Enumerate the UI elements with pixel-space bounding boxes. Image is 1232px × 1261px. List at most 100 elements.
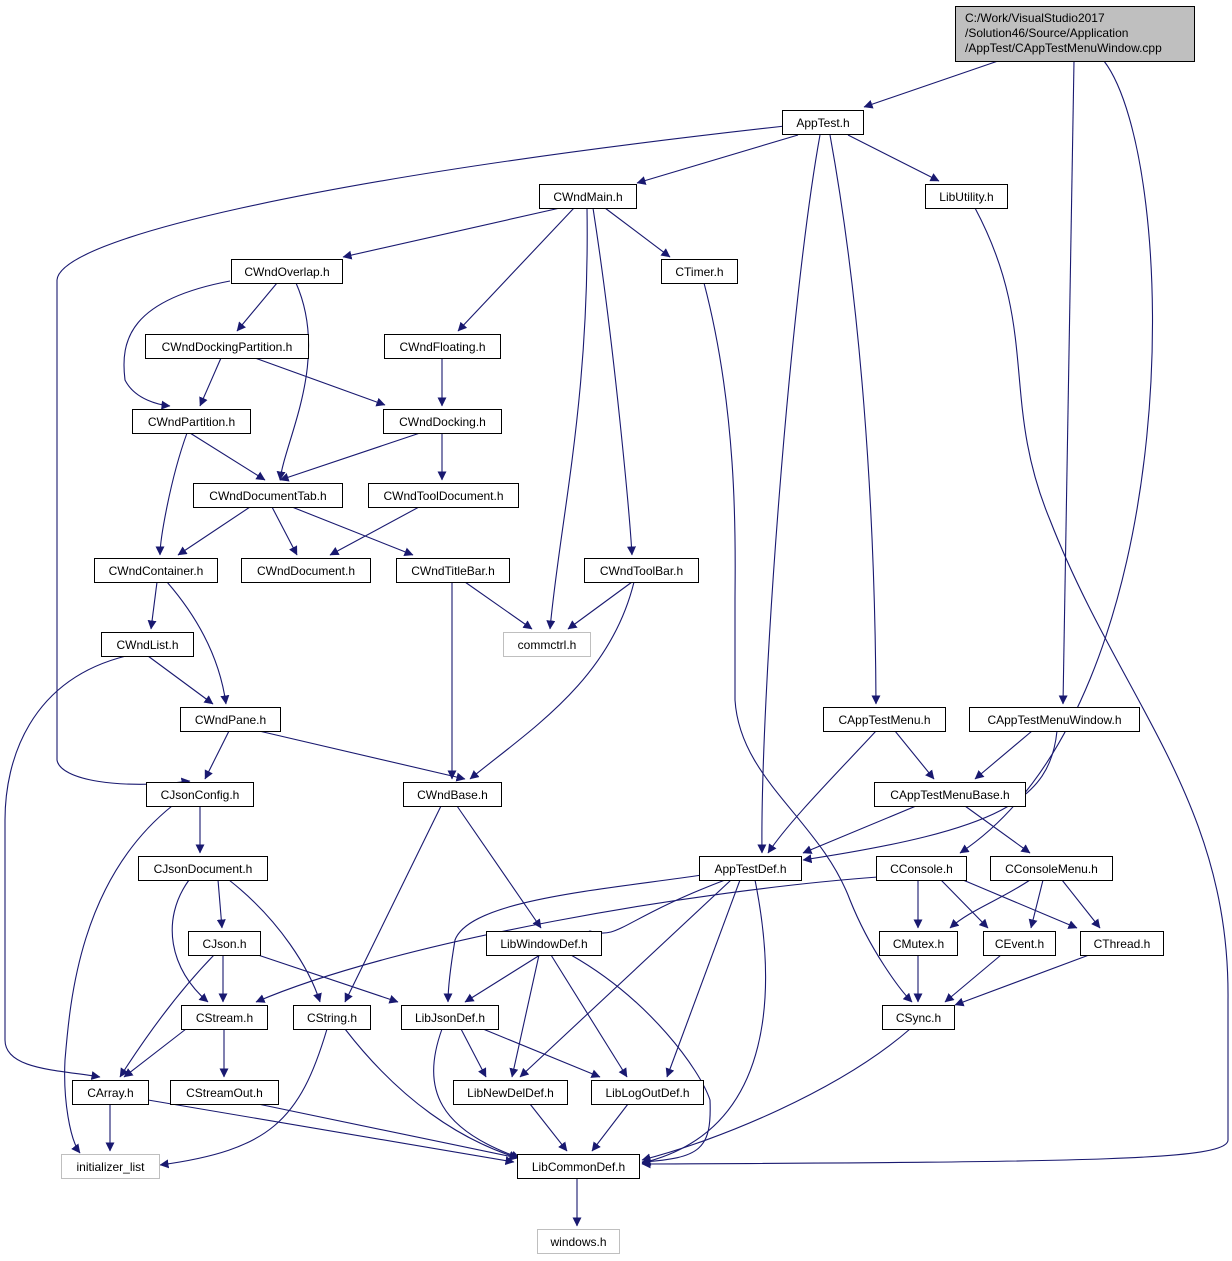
dependency-edge xyxy=(204,730,230,780)
file-node-cwndbase[interactable]: CWndBase.h xyxy=(403,782,502,807)
node-label: LibNewDelDef.h xyxy=(467,1086,554,1100)
file-node-cjsondocument[interactable]: CJsonDocument.h xyxy=(138,856,268,881)
file-node-liblogoutdef[interactable]: LibLogOutDef.h xyxy=(591,1080,704,1105)
node-box xyxy=(94,558,218,583)
node-box xyxy=(537,1229,620,1254)
file-node-cconsolemenu[interactable]: CConsoleMenu.h xyxy=(990,856,1113,881)
node-label: AppTest.h xyxy=(796,116,849,130)
node-label: CWndPane.h xyxy=(195,713,266,727)
node-box xyxy=(293,1005,371,1030)
node-box xyxy=(138,856,268,881)
dependency-edge xyxy=(4,655,127,1080)
node-box xyxy=(401,1005,499,1030)
file-node-cwndcontainer[interactable]: CWndContainer.h xyxy=(94,558,218,583)
file-node-cevent[interactable]: CEvent.h xyxy=(983,931,1056,956)
dependency-edge xyxy=(829,134,881,705)
dependency-edge xyxy=(482,1028,601,1078)
node-label: CTimer.h xyxy=(675,265,723,279)
node-label: CWndContainer.h xyxy=(109,564,204,578)
dependency-edge xyxy=(155,432,188,556)
dependency-edge xyxy=(199,357,222,407)
dependency-edge xyxy=(949,879,1031,929)
node-label: CWndList.h xyxy=(116,638,178,652)
file-node-cstream[interactable]: CStream.h xyxy=(181,1005,268,1030)
node-label: CWndDockingPartition.h xyxy=(162,340,293,354)
file-node-capptestmenubase[interactable]: CAppTestMenuBase.h xyxy=(874,782,1026,807)
dependency-edge xyxy=(329,506,420,556)
node-box xyxy=(969,707,1140,732)
file-node-cwnddocumenttab[interactable]: CWndDocumentTab.h xyxy=(193,483,343,508)
file-node-cwnddockingpartition[interactable]: CWndDockingPartition.h xyxy=(145,334,309,359)
dependency-edge xyxy=(641,207,1229,1169)
dependency-edge xyxy=(847,134,940,182)
file-node-libnewdeldef[interactable]: LibNewDelDef.h xyxy=(453,1080,568,1105)
node-box xyxy=(170,1080,279,1105)
dependency-edge xyxy=(469,581,635,780)
file-node-libwindowdef[interactable]: LibWindowDef.h xyxy=(486,931,602,956)
node-box xyxy=(132,409,251,434)
node-label: CWndMain.h xyxy=(553,190,622,204)
node-label: CWndToolBar.h xyxy=(600,564,683,578)
dependency-edge xyxy=(443,874,703,1003)
file-node-apptest[interactable]: AppTest.h xyxy=(782,110,864,135)
file-node-cwndfloating[interactable]: CWndFloating.h xyxy=(384,334,501,359)
file-node-cwnddocument[interactable]: CWndDocument.h xyxy=(241,558,371,583)
node-box xyxy=(503,632,591,657)
node-box xyxy=(661,259,738,284)
node-label: CWndFloating.h xyxy=(399,340,485,354)
file-node-cstring[interactable]: CString.h xyxy=(293,1005,371,1030)
file-node-cstreamout[interactable]: CStreamOut.h xyxy=(170,1080,279,1105)
file-node-cthread[interactable]: CThread.h xyxy=(1080,931,1164,956)
file-node-cwndpartition[interactable]: CWndPartition.h xyxy=(132,409,251,434)
node-label: CJson.h xyxy=(202,937,246,951)
file-node-libjsondef[interactable]: LibJsonDef.h xyxy=(401,1005,499,1030)
node-box xyxy=(699,856,802,881)
node-box xyxy=(882,1005,955,1030)
file-node-libcommondef[interactable]: LibCommonDef.h xyxy=(517,1154,640,1179)
file-node-cconsole[interactable]: CConsole.h xyxy=(876,856,967,881)
file-node-cwndoverlap[interactable]: CWndOverlap.h xyxy=(231,259,343,284)
file-node-csync[interactable]: CSync.h xyxy=(882,1005,955,1030)
dependency-edge xyxy=(894,730,935,780)
node-label: initializer_list xyxy=(76,1160,145,1174)
file-node-cwndlist[interactable]: CWndList.h xyxy=(101,632,194,657)
dependency-edge xyxy=(962,879,1078,929)
node-label: LibCommonDef.h xyxy=(532,1160,625,1174)
node-label: CSync.h xyxy=(896,1011,941,1025)
file-node-cmutex[interactable]: CMutex.h xyxy=(879,931,958,956)
file-node-cjson[interactable]: CJson.h xyxy=(188,931,261,956)
node-label: CWndTitleBar.h xyxy=(411,564,495,578)
file-node-apptestdef[interactable]: AppTestDef.h xyxy=(699,856,802,881)
node-box xyxy=(383,409,502,434)
file-node-cwndtooldocument[interactable]: CWndToolDocument.h xyxy=(368,483,519,508)
file-node-carray[interactable]: CArray.h xyxy=(72,1080,149,1105)
node-box xyxy=(874,782,1026,807)
dependency-edge xyxy=(954,954,1090,1007)
dependency-edge xyxy=(1058,60,1075,705)
file-node-cjsonconfig[interactable]: CJsonConfig.h xyxy=(146,782,254,807)
file-node-cwndmain[interactable]: CWndMain.h xyxy=(539,184,637,209)
file-node-libutility[interactable]: LibUtility.h xyxy=(925,184,1008,209)
file-node-cwndtitlebar[interactable]: CWndTitleBar.h xyxy=(396,558,510,583)
node-label: CAppTestMenuBase.h xyxy=(890,788,1009,802)
node-box xyxy=(231,259,343,284)
dependency-edge xyxy=(636,134,799,185)
file-node-cwnddocking[interactable]: CWndDocking.h xyxy=(383,409,502,434)
dependency-edge xyxy=(189,432,266,481)
file-node-capptestmenu[interactable]: CAppTestMenu.h xyxy=(823,707,946,732)
file-node-capptestmenuwindow[interactable]: CAppTestMenuWindow.h xyxy=(969,707,1140,732)
dependency-edge xyxy=(433,1028,521,1160)
file-node-root[interactable]: C:/Work/VisualStudio2017/Solution46/Sour… xyxy=(955,6,1195,62)
dependency-edge xyxy=(703,282,913,1003)
file-node-cwndpane[interactable]: CWndPane.h xyxy=(180,707,281,732)
dependency-edge xyxy=(64,805,173,1154)
dependency-edge xyxy=(460,1028,487,1078)
file-node-commctrl: commctrl.h xyxy=(503,632,591,657)
node-label: LibLogOutDef.h xyxy=(605,1086,689,1100)
file-node-cwndtoolbar[interactable]: CWndToolBar.h xyxy=(584,558,699,583)
node-label: CArray.h xyxy=(87,1086,133,1100)
file-node-ctimer[interactable]: CTimer.h xyxy=(661,259,738,284)
node-label: LibWindowDef.h xyxy=(500,937,587,951)
node-label: CWndToolDocument.h xyxy=(383,489,503,503)
dependency-edge xyxy=(147,581,158,630)
